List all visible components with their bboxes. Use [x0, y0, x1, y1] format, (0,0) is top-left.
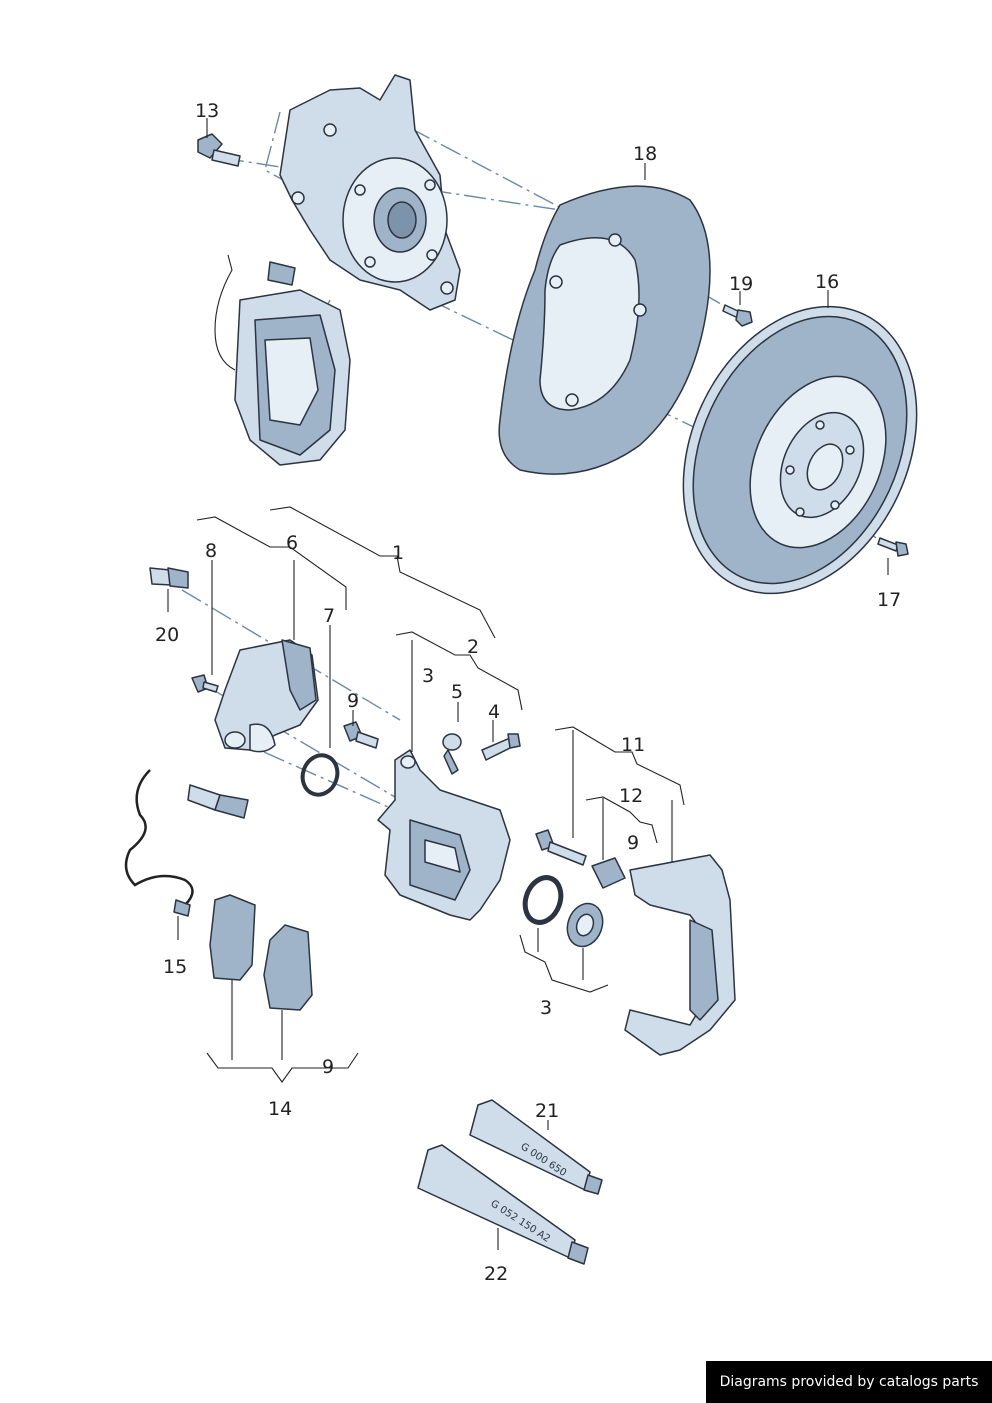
bleeder-valve-4 — [481, 733, 521, 761]
brake-pad-inner — [209, 894, 256, 981]
label-3-lower: 3 — [540, 997, 552, 1019]
guide-pin-11 — [535, 829, 587, 866]
protective-boot-12 — [591, 857, 626, 889]
leader-lines — [167, 118, 889, 1250]
label-1: 1 — [392, 542, 404, 564]
footer-credit: Diagrams provided by catalogs parts — [706, 1361, 992, 1403]
label-20: 20 — [155, 624, 179, 646]
bolt-13 — [197, 133, 241, 167]
label-9-bolt: 9 — [347, 690, 359, 712]
wear-sensor-15 — [124, 769, 249, 917]
label-7: 7 — [323, 605, 335, 627]
bolt-8 — [191, 674, 219, 693]
seal-ring-7 — [300, 753, 340, 797]
label-6: 6 — [286, 532, 298, 554]
wheel-bearing-housing — [279, 74, 461, 311]
seal-ring-3 — [522, 875, 564, 925]
sender-20 — [149, 567, 189, 589]
label-12: 12 — [619, 785, 643, 807]
caliper-motor-6 — [214, 639, 319, 753]
piston-boot-3 — [566, 902, 604, 948]
label-9-pads: 9 — [322, 1056, 334, 1078]
label-22: 22 — [484, 1263, 508, 1285]
label-5: 5 — [451, 681, 463, 703]
screw-17 — [877, 537, 909, 557]
label-18: 18 — [633, 143, 657, 165]
label-21: 21 — [535, 1100, 559, 1122]
screw-19 — [722, 304, 753, 327]
label-13: 13 — [195, 100, 219, 122]
label-19: 19 — [729, 273, 753, 295]
label-8: 8 — [205, 540, 217, 562]
label-4: 4 — [488, 701, 500, 723]
label-3-upper: 3 — [422, 665, 434, 687]
bleeder-cap-5 — [442, 733, 462, 775]
brake-disc-16 — [682, 305, 918, 595]
label-9-boot: 9 — [627, 832, 639, 854]
label-14: 14 — [268, 1098, 292, 1120]
brake-pad-outer — [263, 924, 313, 1011]
label-2: 2 — [467, 636, 479, 658]
caliper-carrier — [624, 854, 736, 1056]
splash-shield-18 — [498, 185, 711, 475]
caliper-housing-3 — [377, 749, 511, 921]
label-16: 16 — [815, 271, 839, 293]
upper-caliper-assembly — [214, 254, 351, 466]
label-17: 17 — [877, 589, 901, 611]
part-labels: 1 2 3 3 4 5 6 7 8 9 9 9 11 12 13 14 15 1… — [155, 100, 901, 1285]
bolt-9-upper — [343, 721, 379, 749]
label-15: 15 — [163, 956, 187, 978]
label-11: 11 — [621, 734, 645, 756]
